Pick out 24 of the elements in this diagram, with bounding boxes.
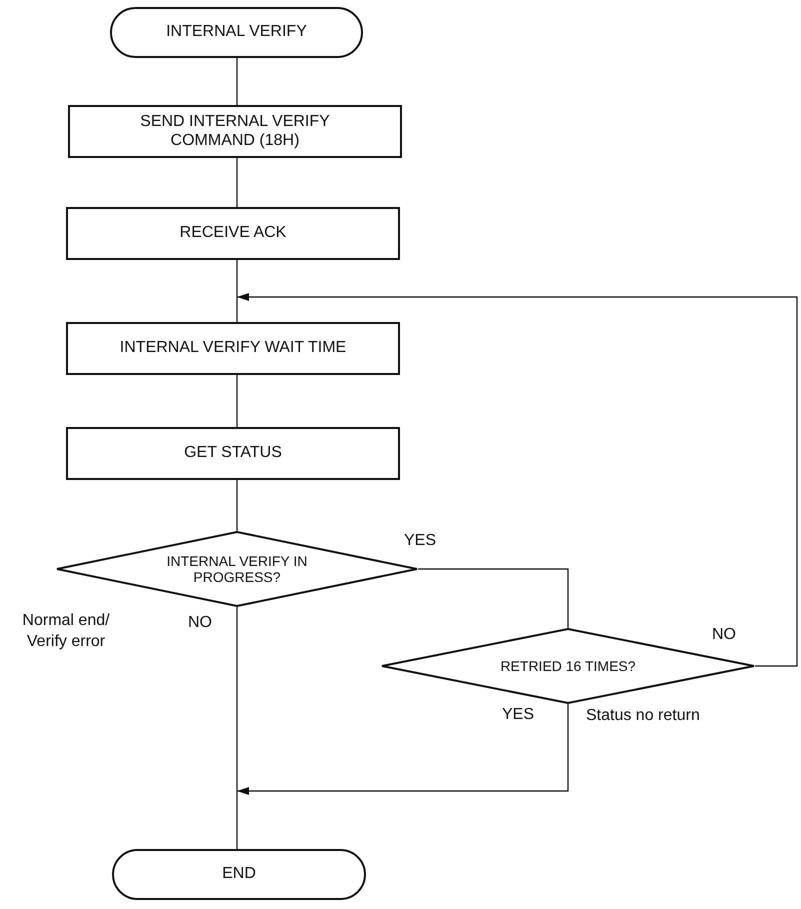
process-box	[66, 207, 400, 260]
node-label: RECEIVE ACK	[180, 224, 286, 243]
connector-line	[236, 58, 238, 105]
connector-line	[418, 568, 569, 628]
arrow	[237, 293, 798, 667]
node-label: END	[222, 865, 256, 884]
arrow	[237, 704, 569, 795]
node-label: INTERNAL VERIFY WAIT TIME	[120, 339, 346, 358]
connector-line	[236, 607, 238, 849]
node-label: INTERNAL VERIFY	[166, 23, 307, 42]
node-label: GET STATUS	[184, 444, 282, 463]
node-label: RETRIED 16 TIMES?	[500, 658, 636, 674]
connector-line	[236, 158, 238, 207]
connector-line	[236, 375, 238, 427]
process-box	[66, 427, 400, 480]
process-box	[68, 105, 402, 158]
decision-diamond	[381, 628, 755, 704]
terminal-shape	[110, 7, 363, 58]
terminal-shape	[112, 849, 366, 900]
process-box	[66, 322, 400, 375]
node-label: SEND INTERNAL VERIFY COMMAND (18H)	[139, 113, 331, 150]
connector-line	[236, 480, 238, 531]
node-label: INTERNAL VERIFY IN PROGRESS?	[166, 552, 308, 586]
connector-line	[236, 260, 238, 322]
